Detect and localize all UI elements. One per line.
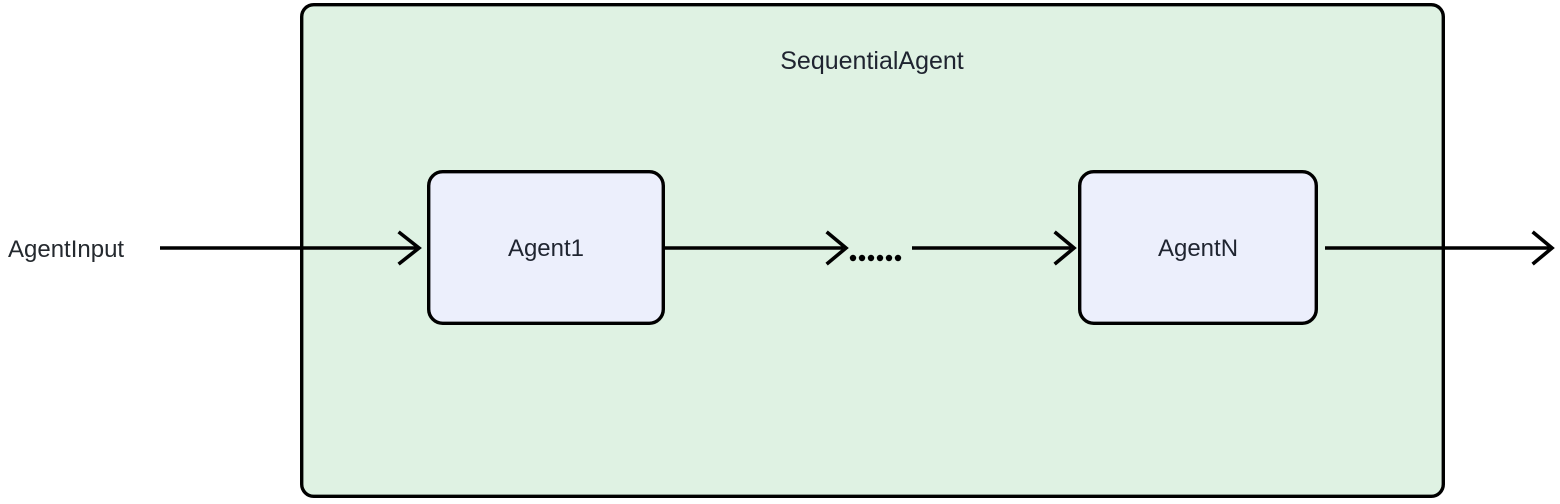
agent-input-label: AgentInput	[8, 236, 124, 263]
edge-agent1-to-ellipsis	[665, 230, 849, 266]
arrow-head-agentn-to-output	[1531, 230, 1555, 266]
node-agent1-label: Agent1	[508, 235, 584, 262]
ellipsis-dot	[876, 254, 884, 262]
ellipsis-indicator	[849, 254, 902, 262]
edge-agentn-to-output	[1325, 230, 1555, 266]
edge-ellipsis-to-agentn	[912, 230, 1077, 266]
arrow-head-agent1-to-ellipsis	[825, 230, 849, 266]
ellipsis-dot	[885, 254, 893, 262]
node-agent1-box[interactable]	[427, 169, 666, 326]
ellipsis-dot	[867, 254, 875, 262]
node-agentn[interactable]: AgentN	[1077, 169, 1318, 326]
node-agentn-label: AgentN	[1158, 235, 1238, 262]
ellipsis-dot	[894, 254, 902, 262]
node-agentn-box[interactable]	[1077, 169, 1318, 326]
ellipsis-dot	[849, 254, 857, 262]
node-agent1[interactable]: Agent1	[427, 169, 666, 326]
arrow-head-ellipsis-to-agentn	[1053, 230, 1077, 266]
group-container-sequential-agent[interactable]	[300, 2, 1445, 499]
arrow-head-input-to-agent1	[397, 230, 422, 266]
edge-input-to-agent1	[160, 230, 422, 266]
group-title-label: SequentialAgent	[780, 47, 964, 75]
ellipsis-dot	[858, 254, 866, 262]
